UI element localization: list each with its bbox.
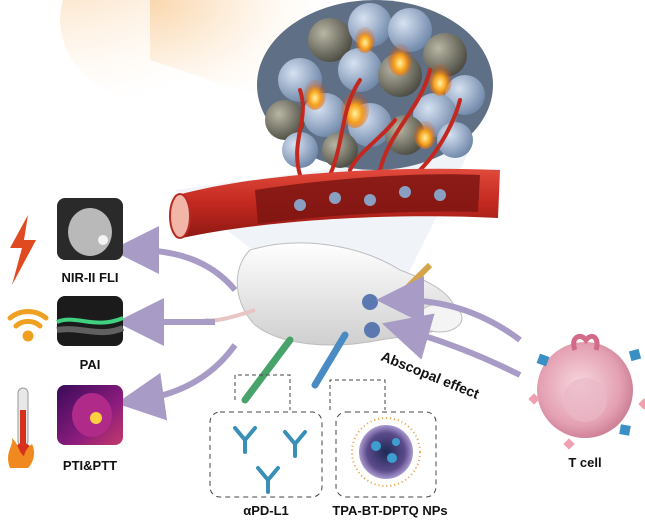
arrow-to-ptt xyxy=(116,343,238,421)
abscopal-arrow-upper xyxy=(376,276,522,343)
mouse-illustration xyxy=(204,242,463,346)
ptt-panel xyxy=(57,385,123,445)
fli-panel xyxy=(57,198,123,260)
thermometer-flame-icon xyxy=(8,387,35,468)
connector-nps xyxy=(329,379,386,410)
label-pti-ptt: PTI&PTT xyxy=(63,458,117,473)
pai-panel xyxy=(56,296,125,346)
antibody-box xyxy=(209,411,323,498)
arrow-to-fli xyxy=(111,226,238,292)
label-t-cell: T cell xyxy=(568,455,601,470)
label-tpa-bt-dptq-nps: TPA-BT-DPTQ NPs xyxy=(332,503,447,518)
syringe-nps xyxy=(311,331,349,389)
nanoparticle-icon xyxy=(351,417,421,487)
abscopal-arrow-lower xyxy=(381,313,522,378)
label-apd-l1: αPD-L1 xyxy=(243,503,289,518)
label-abscopal-effect: Abscopal effect xyxy=(379,348,482,402)
t-cell-illustration xyxy=(528,333,645,450)
lightning-bolt-icon xyxy=(10,215,36,285)
label-nir-ii-fli: NIR-II FLI xyxy=(61,270,118,285)
connector-antibody xyxy=(234,374,291,410)
wifi-signal-icon xyxy=(7,309,49,342)
nps-box xyxy=(335,411,437,498)
label-pai: PAI xyxy=(80,357,101,372)
syringe-antibody xyxy=(241,336,294,404)
antibody-icon xyxy=(233,426,307,494)
light-glow xyxy=(60,0,300,110)
tumor-cluster xyxy=(257,0,493,177)
blood-vessel xyxy=(169,168,500,239)
